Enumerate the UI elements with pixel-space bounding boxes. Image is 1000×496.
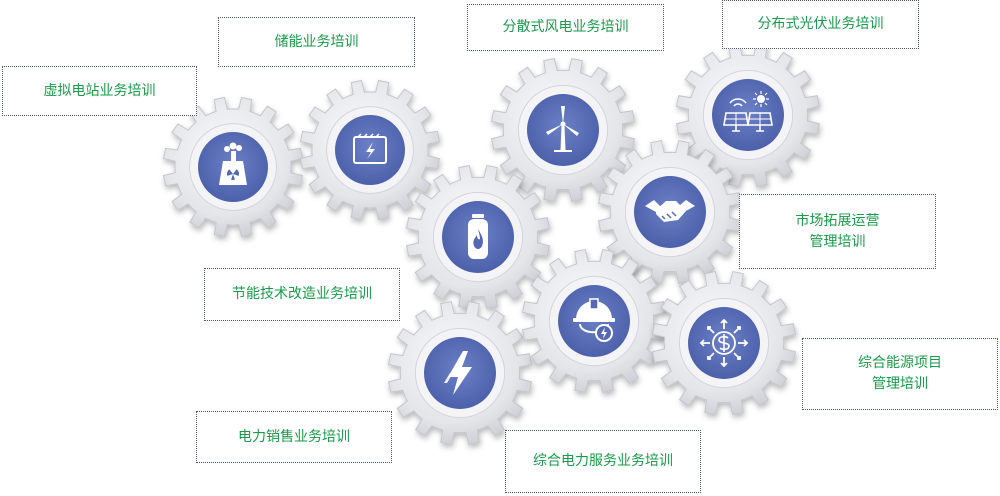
label-distributed-pv: 分布式光伏业务培训 bbox=[722, 0, 919, 49]
label-market-expansion: 市场拓展运营 管理培训 bbox=[739, 194, 936, 269]
label-distributed-wind: 分散式风电业务培训 bbox=[467, 4, 664, 51]
battery-lightning-icon bbox=[353, 133, 387, 164]
handshake-icon bbox=[645, 200, 695, 222]
label-integrated-energy-project: 综合能源项目 管理培训 bbox=[802, 338, 998, 410]
label-electricity-sales: 电力销售业务培训 bbox=[196, 411, 392, 463]
label-energy-storage: 储能业务培训 bbox=[218, 17, 415, 67]
label-integrated-power-service: 综合电力服务业务培训 bbox=[505, 430, 701, 493]
gear-energy-storage bbox=[299, 79, 441, 221]
gear-handshake bbox=[597, 139, 743, 285]
solar-panel-icon bbox=[723, 91, 773, 132]
label-energy-saving-retrofit: 节能技术改造业务培训 bbox=[204, 268, 400, 321]
gear-gas-cylinder bbox=[405, 164, 551, 310]
gear-solar bbox=[675, 42, 821, 188]
dollar-arrows-icon bbox=[699, 318, 749, 368]
gear-power bbox=[387, 300, 533, 446]
nuclear-plant-icon bbox=[219, 142, 247, 185]
wind-turbine-icon bbox=[546, 106, 579, 152]
gear-worker bbox=[521, 248, 667, 394]
gear-nuclear-plant bbox=[162, 96, 304, 238]
gas-flame-icon bbox=[468, 214, 488, 259]
label-virtual-power-plant: 虚拟电站业务培训 bbox=[2, 66, 197, 116]
gear-finance bbox=[651, 270, 797, 416]
lightning-icon bbox=[444, 351, 472, 395]
gear-hub bbox=[712, 79, 784, 151]
safety-helmet-icon bbox=[573, 298, 615, 342]
gear-wind bbox=[490, 57, 636, 203]
